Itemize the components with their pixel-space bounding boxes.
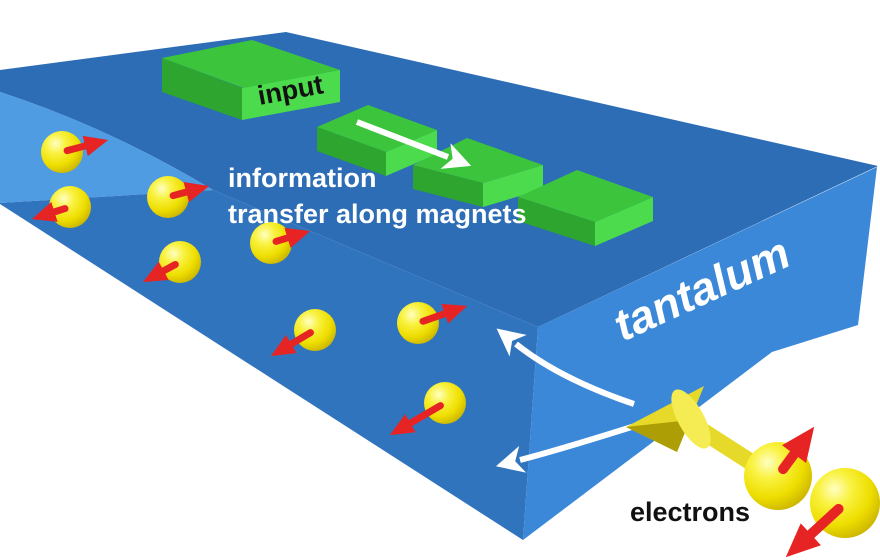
magnet-3 [518, 170, 653, 246]
spin-arrow [142, 260, 179, 283]
deflection-arrows [495, 328, 639, 473]
electron-sphere [397, 302, 439, 344]
electron-sphere [294, 309, 336, 351]
transfer-direction-arrow [355, 119, 472, 169]
slab-front-face [0, 190, 538, 540]
electron-sphere [49, 186, 91, 228]
spin-arrow [31, 201, 69, 222]
magnet-input [162, 40, 340, 120]
deflection-arrow-down [495, 422, 639, 473]
spin-arrow [169, 181, 210, 203]
slab-electrons-layer [31, 131, 468, 436]
spin-arrow [270, 329, 314, 357]
info-label-line1: information [228, 163, 377, 193]
free-electrons-layer [744, 426, 880, 558]
electron-sphere [424, 382, 466, 424]
magnet-left-face [317, 127, 386, 176]
electron-sphere [250, 222, 292, 264]
deflection-arrow-up [496, 328, 635, 407]
current-arrow-cone-shadow [626, 420, 690, 452]
magnet-top-face [162, 40, 340, 88]
electron-sphere [159, 241, 201, 283]
magnet-left-face [413, 165, 483, 207]
magnet-front-face [595, 197, 653, 246]
magnet-front-face [242, 70, 340, 120]
current-arrow [626, 386, 766, 475]
spin-arrow [272, 227, 311, 248]
magnet-top-face [518, 170, 653, 222]
electrons-label: electrons [630, 497, 750, 527]
slab-right-face [523, 167, 877, 540]
spin-arrow [63, 135, 109, 157]
electron-sphere [744, 442, 812, 510]
current-arrow-base [671, 389, 711, 449]
electron-sphere [41, 131, 83, 173]
spin-arrow [785, 503, 844, 558]
info-label-line2: transfer along magnets [228, 199, 527, 229]
magnet-front-face [483, 165, 543, 207]
spin-arrow [389, 402, 444, 436]
magnet-left-face [518, 197, 595, 246]
magnet-left-face [162, 58, 242, 120]
spin-arrow [778, 426, 815, 475]
magnet-front-face [386, 130, 437, 176]
electron-sphere [147, 176, 189, 218]
spin-arrow [419, 303, 468, 325]
